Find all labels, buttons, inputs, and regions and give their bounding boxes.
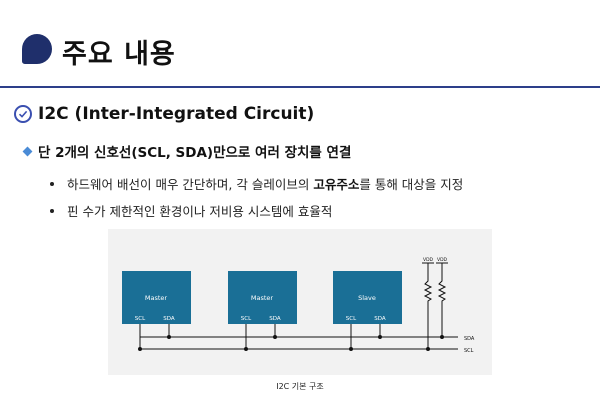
bullet-dot	[50, 181, 54, 186]
bullet-dot	[50, 208, 54, 213]
junction-dot	[440, 335, 444, 339]
title-divider	[0, 86, 600, 88]
device-pin-scl: SCL	[241, 316, 252, 322]
sda-bus-label: SDA	[464, 336, 475, 342]
i2c-diagram-svg: SDA SCL Master SCL SDA Master SCL SDA Sl…	[122, 257, 475, 354]
device-label: Master	[251, 294, 274, 302]
bullet-item: 하드웨어 배선이 매우 간단하며, 각 슬레이브의 고유주소를 통해 대상을 지…	[50, 174, 463, 193]
junction-dot	[378, 335, 382, 339]
junction-dot	[138, 347, 142, 351]
vdd-label-1: VDD	[423, 257, 434, 263]
bullet-item: 핀 수가 제한적인 환경이나 저비용 시스템에 효율적	[50, 201, 332, 220]
device-label: Slave	[358, 294, 376, 302]
vdd-label-2: VDD	[437, 257, 448, 263]
scl-bus-label: SCL	[464, 348, 474, 354]
device-label: Master	[145, 294, 168, 302]
i2c-diagram: SDA SCL Master SCL SDA Master SCL SDA Sl…	[108, 229, 492, 375]
junction-dot	[273, 335, 277, 339]
title-bar: 주요 내용	[0, 0, 600, 86]
device-box-master-1	[122, 271, 191, 324]
check-circle-icon	[14, 105, 32, 123]
pullup-resistor-scl	[423, 263, 433, 349]
device-pin-sda: SDA	[374, 316, 386, 322]
device-box-slave	[333, 271, 402, 324]
device-pin-sda: SDA	[269, 316, 281, 322]
junction-dot	[349, 347, 353, 351]
junction-dot	[167, 335, 171, 339]
device-box-master-2	[228, 271, 297, 324]
page-title: 주요 내용	[62, 39, 176, 70]
device-pin-scl: SCL	[346, 316, 357, 322]
diagram-caption: I2C 기본 구조	[276, 382, 324, 391]
subheading: 단 2개의 신호선(SCL, SDA)만으로 여러 장치를 연결	[22, 141, 352, 161]
section-heading: I2C (Inter-Integrated Circuit)	[14, 104, 314, 124]
section-title: I2C (Inter-Integrated Circuit)	[38, 104, 315, 124]
bullet-text: 하드웨어 배선이 매우 간단하며, 각 슬레이브의 고유주소를 통해 대상을 지…	[67, 174, 463, 193]
device-pin-sda: SDA	[163, 316, 175, 322]
junction-dot	[426, 347, 430, 351]
bullet-text-part: 하드웨어 배선이 매우 간단하며, 각 슬레이브의	[67, 177, 314, 192]
device-pin-scl: SCL	[135, 316, 146, 322]
bullet-text: 핀 수가 제한적인 환경이나 저비용 시스템에 효율적	[67, 204, 333, 219]
bullet-text-part: 를 통해 대상을 지정	[359, 177, 464, 192]
pullup-resistor-sda	[437, 263, 447, 337]
junction-dot	[244, 347, 248, 351]
subheading-text: 단 2개의 신호선(SCL, SDA)만으로 여러 장치를 연결	[38, 145, 352, 161]
title-shape-icon	[22, 34, 52, 64]
diamond-bullet-icon	[22, 146, 33, 156]
bullet-text-bold: 고유주소	[313, 177, 360, 192]
